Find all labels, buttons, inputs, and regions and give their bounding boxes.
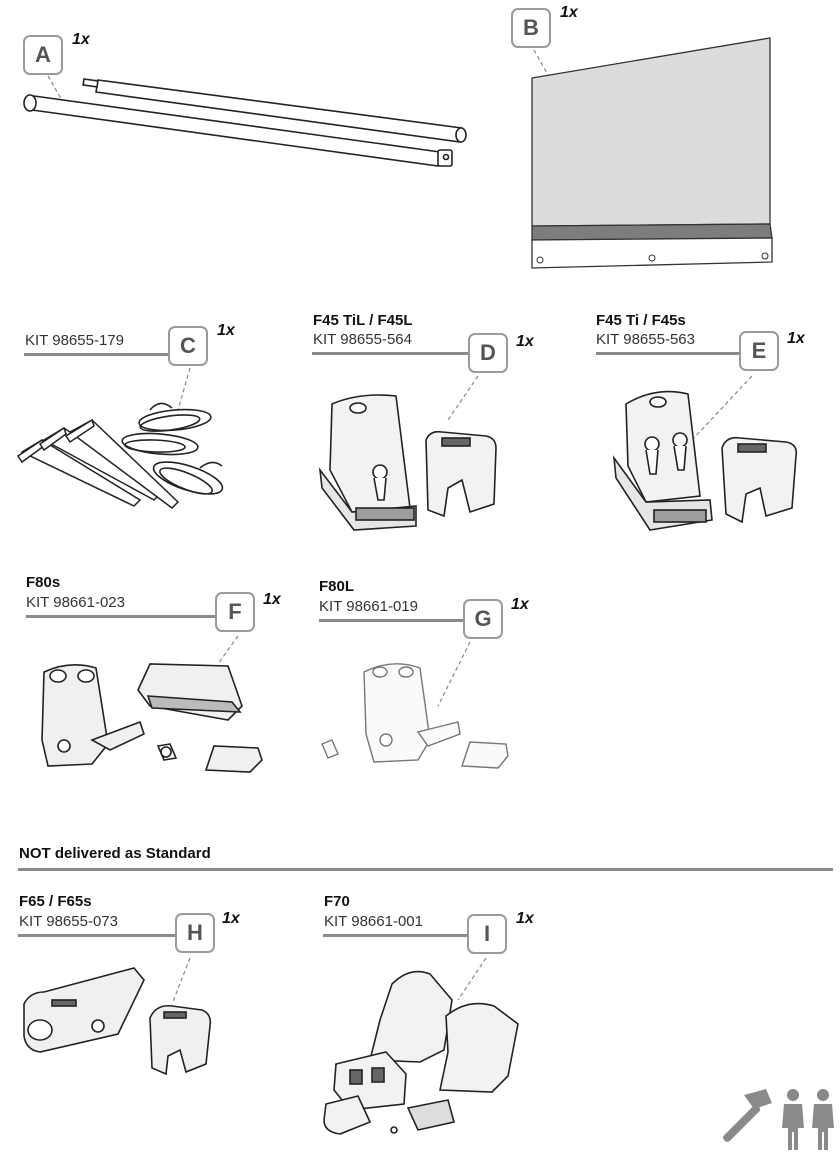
- part-a-rods-illustration: [23, 75, 467, 167]
- part-f-quantity: 1x: [263, 591, 281, 608]
- part-h-rule: [18, 934, 178, 937]
- part-f-bracket-illustration: [41, 635, 263, 773]
- part-c-kit-number: KIT 98655-179: [25, 332, 124, 349]
- part-c-rule: [24, 353, 170, 356]
- part-d-quantity: 1x: [516, 333, 534, 350]
- part-g-model: F80L: [319, 578, 355, 595]
- not-standard-heading: NOT delivered as Standard: [19, 845, 211, 862]
- part-b-badge: B: [511, 8, 551, 48]
- part-g-rule: [319, 619, 465, 622]
- part-b-quantity: 1x: [560, 4, 578, 21]
- not-standard-rule: [18, 868, 833, 871]
- part-i-quantity: 1x: [516, 910, 534, 927]
- part-e-kit-number: KIT 98655-563: [596, 331, 695, 348]
- part-i-rule: [323, 934, 469, 937]
- hammer-icon: [722, 1089, 772, 1143]
- part-g-kit-number: KIT 98661-019: [319, 598, 418, 615]
- part-e-quantity: 1x: [787, 330, 805, 347]
- part-d-model: F45 TiL / F45L: [313, 312, 413, 329]
- part-e-badge: E: [739, 331, 779, 371]
- part-f-rule: [26, 615, 216, 618]
- part-a-badge: A: [23, 35, 63, 75]
- part-g-bracket-illustration: [321, 641, 509, 769]
- part-c-quantity: 1x: [217, 322, 235, 339]
- part-g-quantity: 1x: [511, 596, 529, 613]
- part-d-rule: [312, 352, 470, 355]
- part-h-kit-number: KIT 98655-073: [19, 913, 118, 930]
- part-d-badge: D: [468, 333, 508, 373]
- part-d-bracket-illustration: [318, 375, 497, 531]
- part-b-fabric-illustration: [531, 37, 773, 269]
- part-h-bracket-illustration: [23, 957, 212, 1076]
- two-persons-icon: [782, 1089, 834, 1150]
- part-d-kit-number: KIT 98655-564: [313, 331, 412, 348]
- part-i-kit-number: KIT 98661-001: [324, 913, 423, 930]
- part-c-badge: C: [168, 326, 208, 366]
- part-h-quantity: 1x: [222, 910, 240, 927]
- part-h-badge: H: [175, 913, 215, 953]
- part-a-quantity: 1x: [72, 31, 90, 48]
- part-e-bracket-illustration: [612, 375, 798, 531]
- part-f-kit-number: KIT 98661-023: [26, 594, 125, 611]
- part-i-badge: I: [467, 914, 507, 954]
- part-c-pegs-cords-illustration: [16, 367, 224, 509]
- part-g-badge: G: [463, 599, 503, 639]
- part-i-model: F70: [324, 893, 350, 910]
- part-h-model: F65 / F65s: [19, 893, 92, 910]
- part-f-model: F80s: [26, 574, 61, 591]
- part-f-badge: F: [215, 592, 255, 632]
- part-e-rule: [596, 352, 742, 355]
- part-e-model: F45 Ti / F45s: [596, 312, 686, 329]
